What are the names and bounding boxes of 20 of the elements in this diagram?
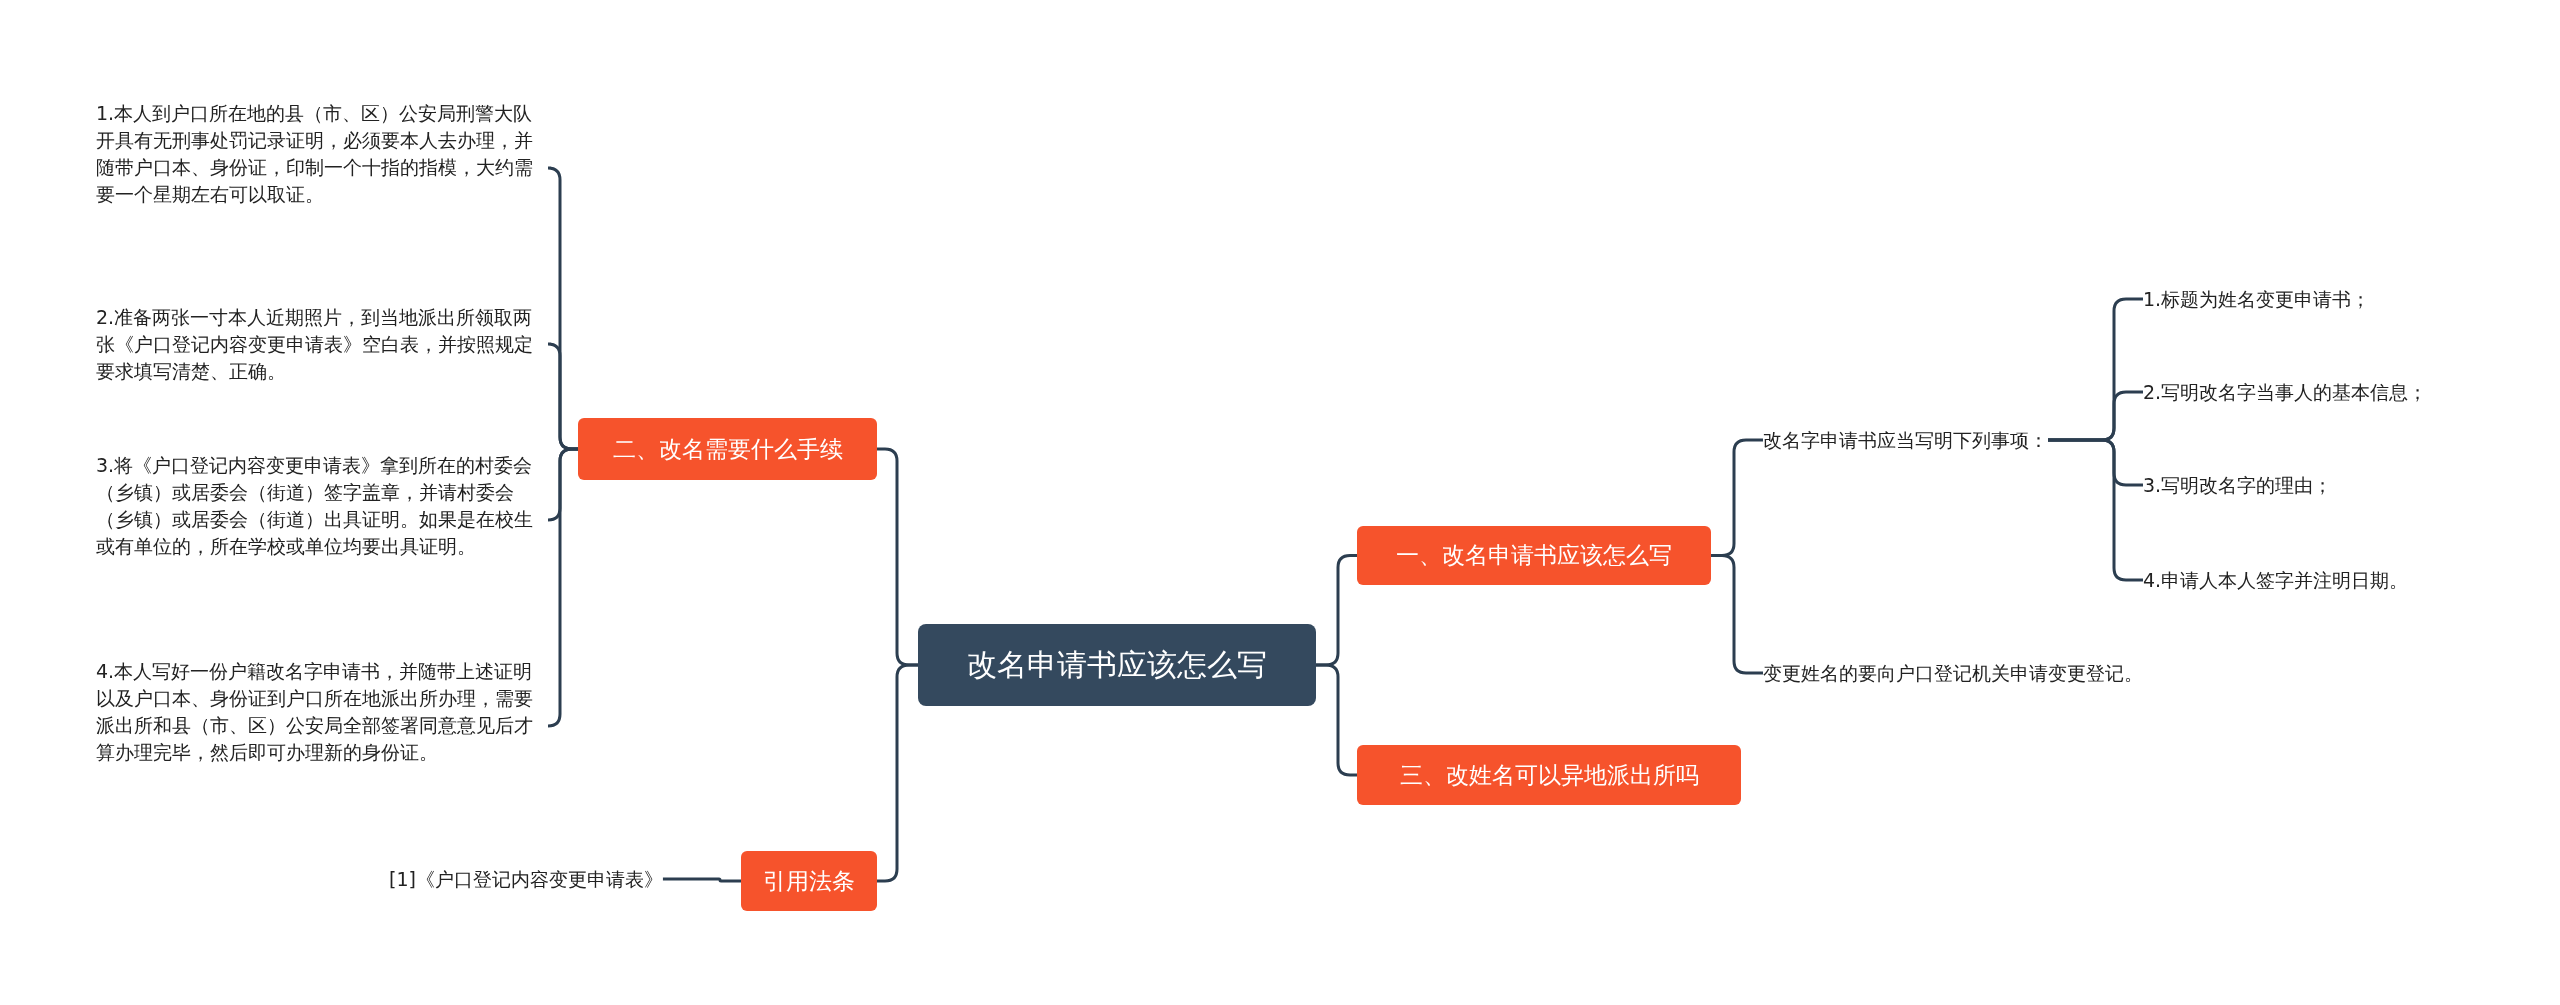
topic-text: 3.写明改名字的理由； [2143,472,2333,498]
topic-text: 变更姓名的要向户口登记机关申请变更登记。 [1763,660,2143,686]
branch-topic-box: 一、改名申请书应该怎么写 [1357,526,1711,585]
connector-line [546,447,578,728]
topic-text: 4.申请人本人签字并注明日期。 [2143,567,2409,593]
topic-text: 1.本人到户口所在地的县（市、区）公安局刑警大队开具有无刑事处罚记录证明，必须要本人去办理，并随带户口本、身份证，印制一个十指的指模，大约需要一个星期左右可以取证。 [96,100,551,208]
topic-text: 4.本人写好一份户籍改名字申请书，并随带上述证明以及户口本、身份证到户口所在地派出所办理，需要派出所和县（市、区）公安局全部签署同意意见后才算办理完毕，然后即可办理新的身份证。 [96,658,551,766]
connector-line [1316,663,1357,777]
connector-line [877,663,918,883]
branch-topic-box: 二、改名需要什么手续 [578,418,877,480]
root-topic-box: 改名申请书应该怎么写 [918,624,1316,706]
branch-topic-box: 引用法条 [741,851,877,911]
topic-text: 改名字申请书应当写明下列事项： [1763,427,2048,453]
topic-text: 2.写明改名字当事人的基本信息； [2143,379,2428,405]
topic-text: 3.将《户口登记内容变更申请表》拿到所在的村委会（乡镇）或居委会（街道）签字盖章，并请村委会（乡镇）或居委会（街道）出具证明。如果是在校生或有单位的，所在学校或单位均要出具证明。 [96,452,551,560]
connector-line [662,877,741,883]
branch-topic-box: 三、改姓名可以异地派出所吗 [1357,745,1741,805]
topic-text: 2.准备两张一寸本人近期照片，到当地派出所领取两张《户口登记内容变更申请表》空白表，并按照规定要求填写清楚、正确。 [96,304,551,385]
topic-text: 1.标题为姓名变更申请书； [2143,286,2371,312]
topic-text: [1]《户口登记内容变更申请表》 [389,866,663,892]
